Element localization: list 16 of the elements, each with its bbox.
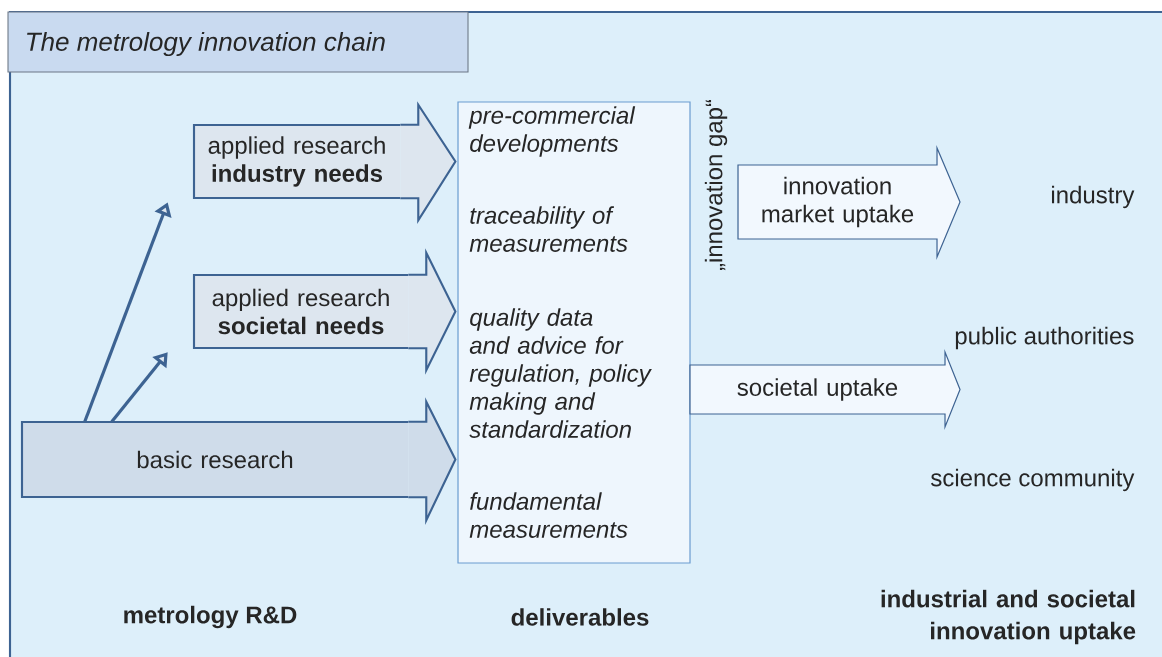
arrow-head xyxy=(399,101,457,224)
arrow-head xyxy=(407,397,457,525)
gap-label: „innovation gap“ xyxy=(704,99,728,271)
deliverables-box: pre-commercial developments traceability of measurements quality data and advice for regulation, policy making and standardization fundamental measurements xyxy=(457,101,691,564)
title-tab: The metrology innovation chain xyxy=(7,11,469,73)
arrow xyxy=(110,352,168,423)
audience-label: industry xyxy=(1052,185,1135,209)
research-box: applied research societal needs xyxy=(192,273,410,350)
audience-label: science community xyxy=(931,468,1135,492)
column-heading: deliverables xyxy=(511,608,649,626)
audience-label: public authorities xyxy=(955,326,1134,350)
research-box: basic research xyxy=(20,420,410,499)
research-box: applied research industry needs xyxy=(192,123,402,200)
column-heading: metrology R&D xyxy=(124,605,297,629)
arrow-head xyxy=(407,248,457,375)
column-heading: industrial and societal innovation uptake xyxy=(881,589,1136,645)
